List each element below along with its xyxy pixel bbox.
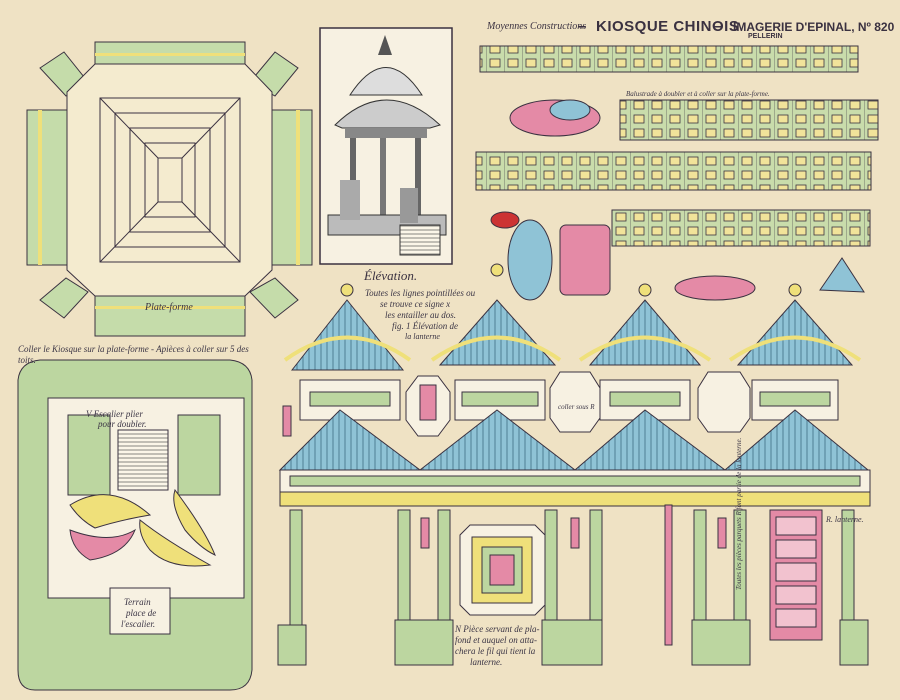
balustrade-strips [475, 45, 879, 247]
lignes-line4: fig. 1 Élévation de [392, 321, 458, 331]
piece-line3: chera le fil qui tient la [455, 646, 536, 656]
page-title: KIOSQUE CHINOIS [596, 18, 740, 35]
dash-right: – [714, 18, 723, 35]
escalier-line2: pour doubler. [98, 419, 147, 429]
terrain-line2: place de [126, 608, 157, 618]
platform-template [26, 41, 313, 337]
coller-kiosque-line1: Coller le Kiosque sur la plate-forme - A… [18, 344, 249, 354]
lignes-line5: la lanterne [405, 332, 440, 341]
series-label: Moyennes Constructions [487, 21, 587, 32]
lignes-line1: Toutes les lignes pointillées ou [365, 288, 476, 298]
lignes-line2: se trouve ce signe x [380, 299, 451, 309]
ceiling-piece [459, 524, 546, 616]
balustrade-note: Balustrade à doubler et à coller sur la … [626, 90, 770, 98]
piece-line1: N Pièce servant de pla- [455, 624, 540, 634]
plateforme-label: Plate-forme [145, 302, 193, 313]
coller-sous-label: coller sous R [558, 403, 595, 411]
figure-cutouts [490, 99, 865, 301]
pieces-parquets-note: Toutes les pièces parquets R font partie… [735, 437, 743, 590]
staircase-panel [17, 359, 253, 691]
piece-line4: lanterne. [470, 657, 503, 667]
piece-line2: fond et auquel on atta- [455, 635, 537, 645]
lantern-pieces [664, 504, 823, 646]
lignes-line3: les entailler au dos. [385, 310, 456, 320]
publisher-label: IMAGERIE D'EPINAL, Nº 820 [733, 20, 895, 34]
escalier-line1: V Escalier plier [86, 409, 143, 419]
terrain-line1: Terrain [124, 597, 151, 607]
elevation-caption: Élévation. [364, 268, 418, 283]
terrain-line3: l'escalier. [121, 619, 156, 629]
dash-left: – [578, 18, 587, 35]
printer-label: PELLERIN [748, 33, 783, 40]
coller-kiosque-line2: toits. [18, 355, 36, 365]
kiosk-building [277, 263, 871, 666]
lanterne-label: R. lanterne. [826, 515, 864, 524]
elevation-engraving [319, 27, 453, 265]
